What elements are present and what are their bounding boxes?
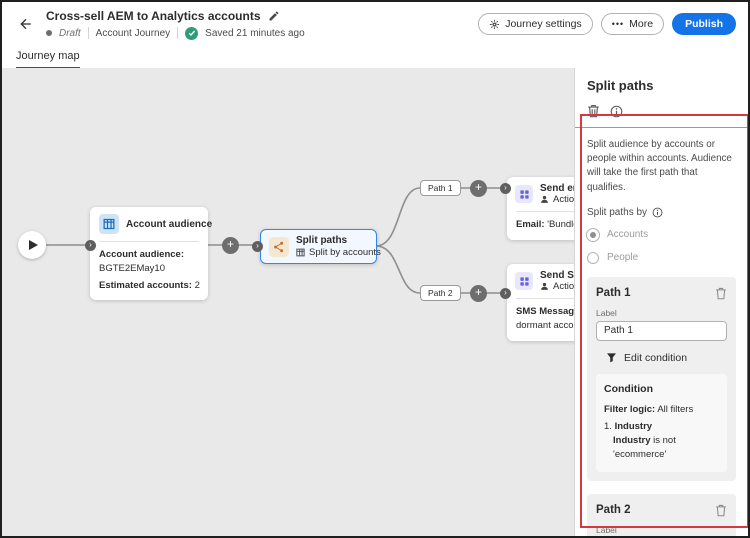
panel-title: Split paths — [587, 78, 654, 93]
play-journey-button[interactable] — [18, 231, 46, 259]
info-icon — [610, 105, 623, 117]
divider — [99, 241, 199, 242]
divider — [516, 211, 630, 212]
radio-accounts-label: Accounts — [607, 229, 649, 241]
edit-pencil-icon[interactable] — [268, 10, 280, 22]
divider — [87, 27, 89, 39]
send-sms-icon — [515, 272, 533, 290]
panel-description: Split audience by accounts or people wit… — [587, 139, 732, 193]
add-node-button[interactable]: + — [222, 237, 239, 254]
radio-people-label: People — [607, 252, 639, 264]
path-1-card: Path 1 Label Edit condition Condition Fi… — [587, 276, 736, 481]
tab-journey-map[interactable]: Journey map — [16, 50, 80, 69]
trash-icon — [716, 287, 726, 300]
gear-icon — [490, 19, 500, 29]
path2-tag[interactable]: Path 2 — [420, 285, 461, 301]
title-block: Cross-sell AEM to Analytics accounts Dra… — [46, 9, 305, 40]
account-audience-icon — [99, 214, 119, 234]
path-1-label-input[interactable] — [596, 320, 727, 341]
header: Cross-sell AEM to Analytics accounts Dra… — [2, 2, 748, 46]
header-actions: Journey settings ••• More Publish — [478, 13, 736, 35]
audience-value: BGTE2EMay10 — [99, 262, 165, 274]
radio-people[interactable]: People — [587, 251, 736, 264]
split-paths-node[interactable]: Split paths Split by accounts — [260, 229, 381, 264]
account-node-details: Account audience: BGTE2EMay10 Estimated … — [90, 242, 208, 300]
email-label: Email: — [516, 219, 545, 230]
path-2-card: Path 2 Label Edit condition Condition Fi… — [587, 493, 736, 536]
estimated-accounts-label: Estimated accounts: — [99, 279, 192, 291]
add-node-button[interactable]: + — [470, 285, 487, 302]
grid-icon — [296, 248, 305, 257]
play-icon — [28, 240, 38, 250]
info-icon[interactable] — [652, 207, 663, 218]
chevron-right-icon: › — [500, 182, 511, 194]
edit-condition-1-button[interactable]: Edit condition — [606, 352, 687, 364]
account-audience-node[interactable]: Account audience Account audience: BGTE2… — [90, 207, 212, 301]
chevron-right-icon: › — [85, 239, 96, 251]
chevron-right-icon: › — [500, 287, 511, 299]
split-paths-panel: Split paths Split audience by accounts o… — [574, 68, 748, 536]
filter-icon — [607, 353, 616, 363]
publish-button[interactable]: Publish — [672, 13, 736, 35]
radio-unselected-icon — [587, 251, 599, 264]
page-title: Cross-sell AEM to Analytics accounts — [46, 8, 261, 23]
sms-label: SMS Message: — [516, 306, 583, 317]
node-title: Send email — [540, 183, 593, 194]
node-title: Send SMS — [540, 270, 589, 281]
back-button[interactable] — [14, 12, 38, 36]
status-row: Draft Account Journey Saved 21 minutes a… — [46, 26, 305, 40]
trash-icon — [716, 504, 726, 516]
condition-title: Condition — [604, 382, 653, 395]
sms-value-line2: dormant account con — [516, 319, 605, 331]
chevron-right-icon: › — [252, 240, 263, 252]
node-subtitle: Split by accounts — [296, 247, 381, 258]
label-caption: Label — [596, 307, 617, 318]
send-email-icon — [515, 185, 533, 203]
journey-type-label: Account Journey — [95, 27, 171, 39]
saved-check-icon — [185, 26, 199, 40]
draft-dot-icon — [46, 30, 52, 36]
split-paths-icon — [269, 236, 289, 257]
node-title: Account audience — [126, 218, 213, 230]
info-button[interactable] — [610, 105, 623, 118]
divider — [516, 298, 630, 299]
audience-label: Account audience: — [99, 249, 184, 260]
journey-settings-label: Journey settings — [505, 18, 582, 30]
edit-condition-label: Edit condition — [624, 351, 688, 364]
more-label: More — [629, 18, 654, 30]
delete-node-button[interactable] — [587, 104, 600, 118]
add-node-button[interactable]: + — [470, 180, 487, 197]
divider — [177, 27, 179, 39]
path-1-title: Path 1 — [596, 287, 631, 300]
panel-divider — [575, 127, 748, 128]
condition-1-summary: Condition Filter logic: All filters 1. I… — [596, 373, 727, 472]
tab-bar: Journey map — [2, 46, 748, 69]
radio-accounts[interactable]: Accounts — [586, 227, 736, 242]
delete-path-2-button[interactable] — [715, 504, 727, 517]
person-icon — [541, 195, 548, 203]
status-badge: Draft — [59, 27, 81, 39]
split-by-label: Split paths by — [587, 206, 648, 218]
trash-icon — [588, 105, 599, 118]
back-arrow-icon — [20, 18, 31, 30]
more-icon: ••• — [611, 19, 625, 29]
radio-selected-icon — [586, 227, 600, 242]
panel-toolbar — [587, 104, 736, 118]
delete-path-1-button[interactable] — [715, 287, 727, 300]
path-2-title: Path 2 — [596, 504, 631, 517]
label-caption: Label — [596, 524, 617, 535]
estimated-accounts-value: 2 — [194, 279, 200, 291]
split-by-row: Split paths by — [587, 207, 736, 218]
node-title: Split paths — [296, 235, 348, 246]
saved-status-text: Saved 21 minutes ago — [205, 27, 305, 39]
more-button[interactable]: ••• More — [600, 13, 665, 35]
person-icon — [541, 282, 548, 290]
journey-settings-button[interactable]: Journey settings — [478, 13, 593, 35]
path1-tag[interactable]: Path 1 — [420, 180, 461, 196]
